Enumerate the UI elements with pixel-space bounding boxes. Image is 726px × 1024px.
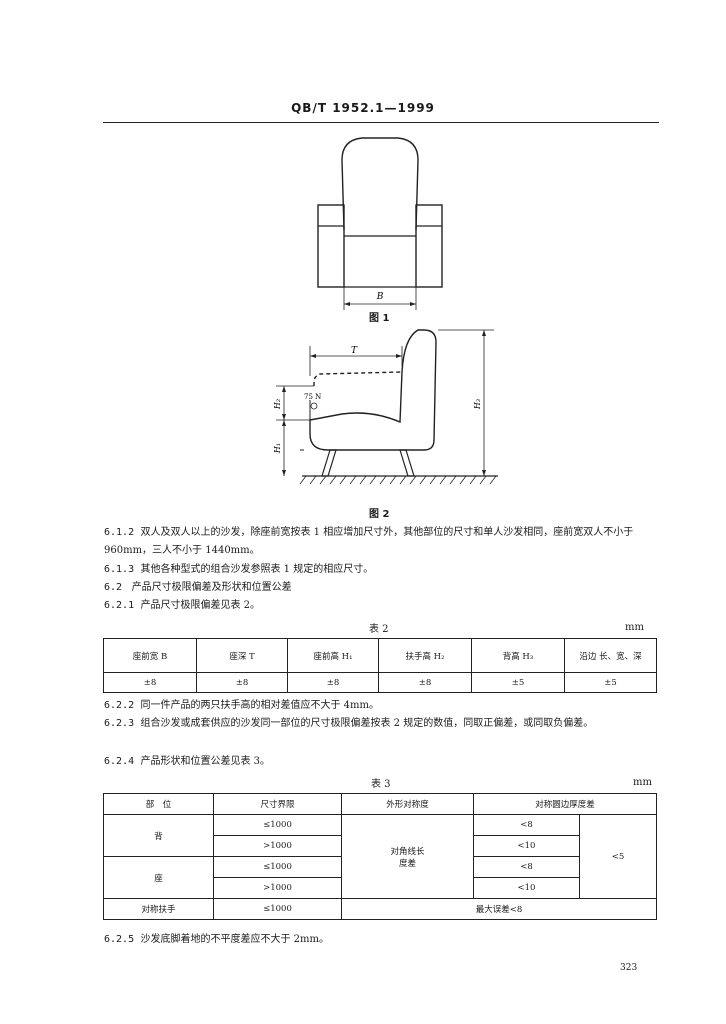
figure-2-sofa-side: T H₂ H₁ 75 N H₃	[273, 329, 498, 485]
table-cell: >1000	[213, 835, 342, 857]
figure-1-caption: 图 1	[369, 313, 390, 324]
table-cell-edge-thickness: <5	[579, 814, 657, 899]
paragraph-number: 6.2.4	[104, 756, 135, 767]
table-header-cell: 对称圆边厚度差	[473, 793, 657, 815]
paragraph-number: 6.2.3	[104, 718, 135, 729]
figure-2-dim-T: T	[351, 346, 358, 356]
paragraph-text: 产品尺寸极限偏差及形状和位置公差	[131, 582, 292, 593]
table-cell: ±8	[196, 672, 288, 693]
paragraph-6-2-1: 6.2.1 产品尺寸极限偏差见表 2。	[104, 597, 659, 615]
page-number: 323	[620, 963, 638, 973]
paragraph-number: 6.1.2	[104, 527, 135, 538]
paragraph-text: 其他各种型式的组合沙发参照表 1 规定的相应尺寸。	[140, 564, 374, 575]
paragraph-6-2-5: 6.2.5 沙发底脚着地的不平度差应不大于 2mm。	[104, 931, 659, 949]
figure-2-force-label: 75 N	[304, 393, 321, 401]
table-header-cell: 外形对称度	[341, 793, 474, 815]
table-header-cell: 扶手高 H₂	[378, 638, 472, 673]
table-cell: ±5	[564, 672, 657, 693]
table-cell: ±8	[378, 672, 472, 693]
paragraph-6-1-3: 6.1.3 其他各种型式的组合沙发参照表 1 规定的相应尺寸。	[104, 561, 659, 579]
table-3-title: 表 3	[371, 779, 391, 790]
table-cell-part-armrest: 对称扶手	[103, 898, 214, 920]
figure-2-dim-H2: H₂	[273, 399, 282, 410]
paragraph-6-2-3: 6.2.3 组合沙发或成套供应的沙发同一部位的尺寸极限偏差按表 2 规定的数值，…	[104, 715, 659, 733]
table-cell: ≤1000	[213, 856, 342, 878]
figure-1-sofa-front: B	[317, 137, 443, 310]
table-cell: <8	[473, 814, 580, 836]
paragraph-text: 同一件产品的两只扶手高的相对差值应不大于 4mm。	[140, 700, 379, 711]
figure-1-dim-B: B	[376, 292, 384, 302]
table-2-title: 表 2	[369, 624, 389, 635]
standard-code-header: QB/T 1952.1—1999	[291, 101, 435, 115]
table-header-cell: 部 位	[103, 793, 214, 815]
table-cell-symmetry-label: 对角线长度差	[341, 814, 474, 899]
paragraph-number: 6.2.5	[104, 934, 135, 945]
paragraph-text: 沙发底脚着地的不平度差应不大于 2mm。	[140, 934, 329, 945]
table-cell: ≤1000	[213, 814, 342, 836]
table-header-cell: 沿边 长、宽、深	[564, 638, 657, 673]
paragraph-6-2-4: 6.2.4 产品形状和位置公差见表 3。	[104, 753, 659, 771]
paragraph-text: 产品形状和位置公差见表 3。	[140, 756, 271, 767]
figure-2-dim-H3: H₃	[473, 399, 482, 410]
table-3-unit: mm	[633, 777, 652, 788]
table-cell: ±8	[103, 672, 197, 693]
header-rule	[103, 122, 659, 123]
table-2-unit: mm	[625, 622, 644, 633]
table-cell: ±8	[287, 672, 379, 693]
figure-2-caption: 图 2	[369, 509, 390, 520]
paragraph-number: 6.1.3	[104, 564, 135, 575]
paragraph-text: 双人及双人以上的沙发，除座前宽按表 1 相应增加尺寸外，其他部位的尺寸和单人沙发…	[104, 527, 634, 556]
figure-2-dim-H1: H₁	[273, 443, 282, 454]
table-header-cell: 座前宽 B	[103, 638, 197, 673]
table-cell-part-seat: 座	[103, 856, 214, 899]
table-2: 座前宽 B 座深 T 座前高 H₁ 扶手高 H₂ 背高 H₃ 沿边 长、宽、深 …	[103, 638, 657, 693]
table-cell-armrest-max-error: 最大误差<8	[341, 898, 657, 920]
table-header-cell: 座前高 H₁	[287, 638, 379, 673]
table-cell: <10	[473, 835, 580, 857]
paragraph-text: 产品尺寸极限偏差见表 2。	[140, 600, 261, 611]
paragraph-6-2: 6.2 产品尺寸极限偏差及形状和位置公差	[104, 579, 659, 597]
table-cell-part-back: 背	[103, 814, 214, 857]
table-header-cell: 座深 T	[196, 638, 288, 673]
paragraph-text: 组合沙发或成套供应的沙发同一部位的尺寸极限偏差按表 2 规定的数值，同取正偏差，…	[140, 718, 594, 729]
table-header-cell: 尺寸界限	[213, 793, 342, 815]
table-3: 部 位 尺寸界限 外形对称度 对称圆边厚度差 背 ≤1000 对角线长度差 <8…	[103, 793, 657, 920]
paragraph-number: 6.2	[104, 582, 123, 593]
table-cell: >1000	[213, 877, 342, 899]
paragraph-6-2-2: 6.2.2 同一件产品的两只扶手高的相对差值应不大于 4mm。	[104, 697, 659, 715]
paragraph-number: 6.2.1	[104, 600, 135, 611]
table-cell: ≤1000	[213, 898, 342, 920]
paragraph-number: 6.2.2	[104, 700, 135, 711]
paragraph-6-1-2: 6.1.2 双人及双人以上的沙发，除座前宽按表 1 相应增加尺寸外，其他部位的尺…	[104, 524, 659, 559]
table-cell: ±5	[471, 672, 565, 693]
table-cell: <8	[473, 856, 580, 878]
table-header-cell: 背高 H₃	[471, 638, 565, 673]
table-cell: <10	[473, 877, 580, 899]
